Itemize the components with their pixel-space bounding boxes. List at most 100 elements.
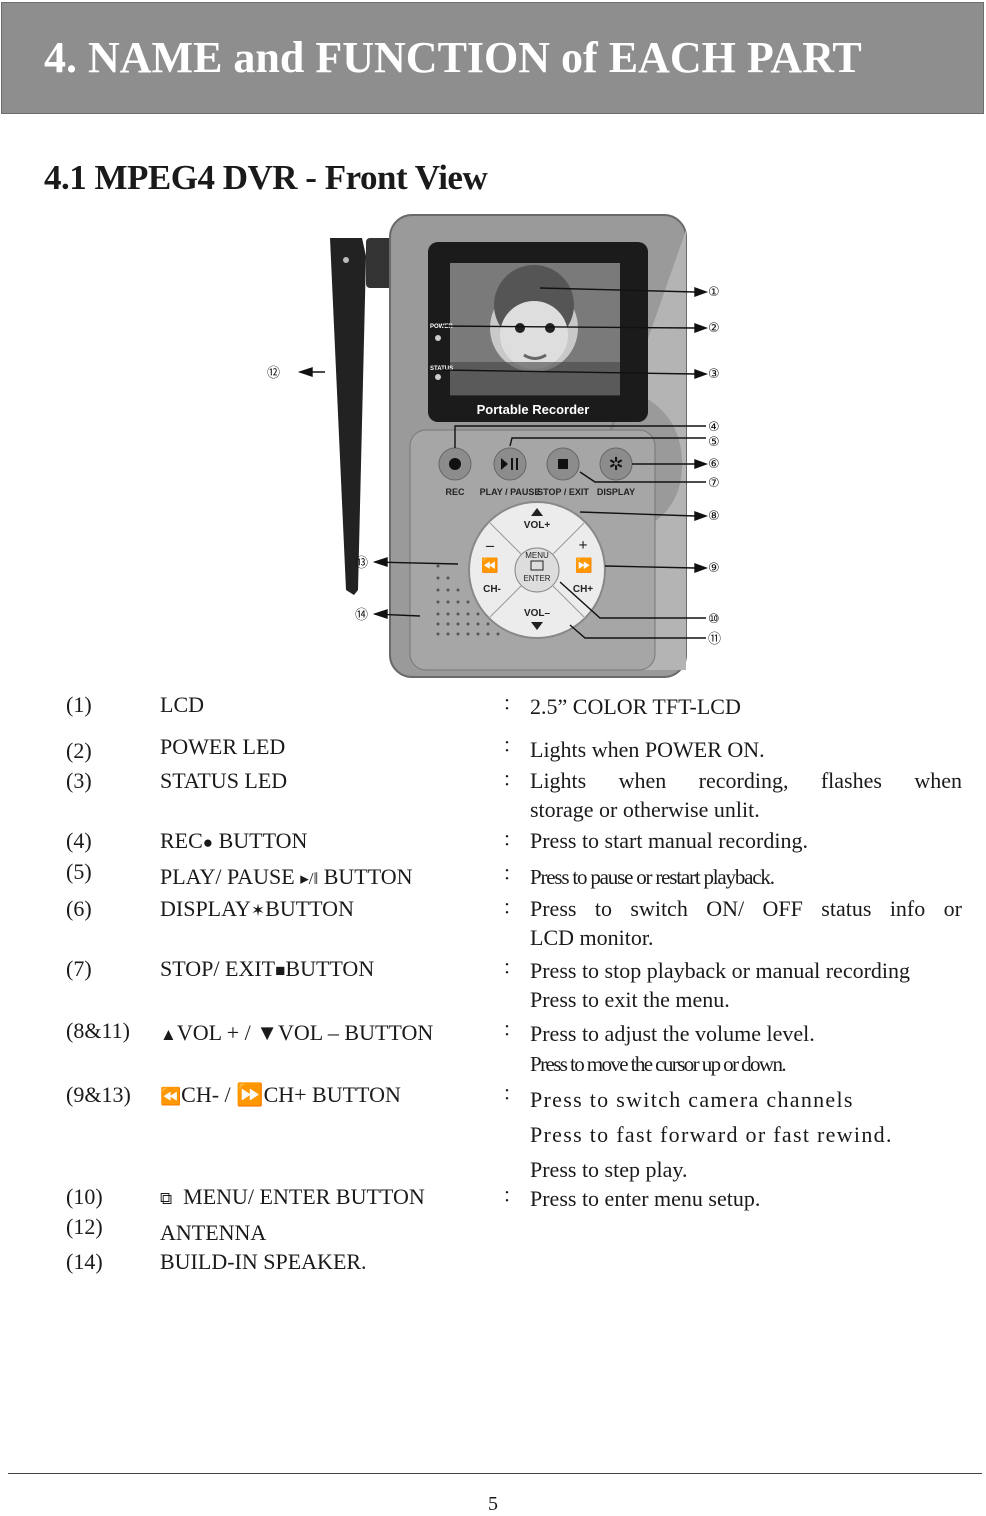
- ch-up-label: CH+: [573, 584, 593, 595]
- play-pause-icon: ▸/‖: [300, 869, 319, 888]
- part-description: Press to exit the menu.: [530, 987, 730, 1012]
- part-description: storage or otherwise unlit.: [530, 797, 760, 822]
- status-led-label: STATUS: [430, 366, 453, 372]
- display-button-label: DISPLAY: [597, 487, 635, 497]
- part-description: Press to adjust the volume level.: [530, 1021, 815, 1046]
- footer-rule: [8, 1473, 982, 1474]
- part-number: (6): [66, 896, 92, 921]
- part-name: STATUS LED: [160, 768, 288, 793]
- asterisk-icon: ✶: [250, 901, 266, 920]
- callout-3: ③: [708, 367, 720, 382]
- part-description: Press to start manual recording.: [530, 828, 808, 853]
- callout-4: ④: [708, 420, 720, 435]
- part-name: ▲VOL + / ▼VOL – BUTTON: [160, 1018, 433, 1049]
- part-number: (7): [66, 956, 92, 981]
- colon-separator: ：: [503, 1022, 520, 1039]
- part-name: ⏪CH- / ⏩CH+ BUTTON: [160, 1080, 401, 1111]
- vol-up-label: VOL+: [524, 520, 551, 531]
- part-name: ⧉ MENU/ ENTER BUTTON: [160, 1182, 425, 1213]
- part-description: Press to pause or restart playback.: [530, 865, 775, 889]
- function-buttons: ✲ REC PLAY / PAUSE STOP / EXIT DISPLAY: [438, 447, 635, 497]
- callout-11: ⑪: [708, 632, 721, 647]
- part-name: PLAY/ PAUSE ▸/‖ BUTTON: [160, 862, 413, 893]
- callout-8: ⑧: [708, 509, 720, 524]
- speaker-grille: [436, 564, 500, 636]
- colon-separator: ：: [503, 738, 520, 755]
- colon-separator: ：: [503, 1086, 520, 1103]
- part-description: Press to move the cursor up or down.: [530, 1052, 787, 1076]
- device-front-view-figure: Portable Recorder POWER STATUS ✲ REC PLA…: [250, 210, 750, 680]
- part-description: 2.5” COLOR TFT-LCD: [530, 694, 741, 719]
- ch-down-label: CH-: [483, 584, 501, 595]
- svg-text:⏩: ⏩: [575, 557, 592, 574]
- lcd-caption: Portable Recorder: [477, 402, 590, 417]
- part-number: (12): [66, 1214, 103, 1239]
- part-description: Press to stop playback or manual recordi…: [530, 958, 911, 983]
- part-name: POWER LED: [160, 734, 286, 759]
- part-description: Press to switch camera channels: [530, 1087, 854, 1112]
- callout-numbers: ① ② ③ ④ ⑤ ⑥ ⑦ ⑧ ⑨ ⑩ ⑪ ⑫ ⑬ ⑭: [267, 285, 721, 647]
- svg-text:⏪: ⏪: [481, 557, 498, 574]
- part-description: Lights when recording, flashes when: [530, 768, 962, 793]
- colon-separator: ：: [503, 960, 520, 977]
- part-number: (9&13): [66, 1082, 131, 1107]
- svg-text:✲: ✲: [608, 454, 623, 474]
- chapter-header-bar: [1, 2, 984, 114]
- part-name: STOP/ EXIT■BUTTON: [160, 954, 374, 985]
- section-title: 4.1 MPEG4 DVR - Front View: [44, 158, 488, 197]
- navigation-pad: VOL+ VOL– ⏪ ⏩ CH- CH+ – + MENU ENTER: [468, 501, 606, 639]
- rewind-icon: ⏪: [160, 1087, 182, 1106]
- minus-label: –: [485, 537, 495, 554]
- colon-separator: ：: [503, 1188, 520, 1205]
- callout-5: ⑤: [708, 435, 720, 450]
- part-description: Press to fast forward or fast rewind.: [530, 1122, 893, 1147]
- part-number: (1): [66, 692, 92, 717]
- triangle-up-icon: ▲: [160, 1025, 177, 1044]
- plus-label: +: [578, 537, 587, 554]
- part-number: (5): [66, 859, 92, 884]
- callout-6: ⑥: [708, 457, 720, 472]
- callout-10: ⑩: [708, 612, 720, 627]
- colon-separator: ：: [503, 696, 520, 713]
- part-number: (10): [66, 1184, 103, 1209]
- part-name: REC● BUTTON: [160, 826, 307, 857]
- callout-leaders: [297, 287, 709, 639]
- colon-separator: ：: [503, 832, 520, 849]
- menu-enter-icon: ⧉: [160, 1189, 173, 1208]
- record-dot-icon: ●: [202, 833, 214, 852]
- device-illustration: Portable Recorder POWER STATUS ✲ REC PLA…: [267, 214, 721, 678]
- callout-14: ⑭: [355, 608, 368, 623]
- part-number: (4): [66, 828, 92, 853]
- menu-label: MENU: [525, 551, 549, 560]
- callout-1: ①: [708, 285, 720, 300]
- part-number: (3): [66, 768, 92, 793]
- part-number: (14): [66, 1249, 103, 1274]
- callout-2: ②: [708, 321, 720, 336]
- antenna-graphic: [330, 238, 396, 595]
- part-description: Press to step play.: [530, 1157, 688, 1182]
- chapter-title: 4. NAME and FUNCTION of EACH PART: [44, 33, 862, 82]
- part-name: LCD: [160, 692, 204, 717]
- part-description: Press to switch ON/ OFF status info or: [530, 896, 962, 921]
- enter-label: ENTER: [523, 574, 550, 583]
- part-name: ANTENNA: [160, 1220, 267, 1245]
- device-body: Portable Recorder POWER STATUS: [389, 214, 687, 678]
- colon-separator: ：: [503, 900, 520, 917]
- part-name: BUILD-IN SPEAKER.: [160, 1249, 367, 1274]
- part-description: Lights when POWER ON.: [530, 737, 765, 762]
- part-number: (2): [66, 738, 92, 763]
- colon-separator: ：: [503, 866, 520, 883]
- callout-12: ⑫: [267, 366, 280, 381]
- stop-button-label: STOP / EXIT: [537, 487, 589, 497]
- page-number: 5: [488, 1493, 498, 1515]
- part-name: DISPLAY✶BUTTON: [160, 894, 354, 925]
- callout-7: ⑦: [708, 476, 720, 491]
- stop-square-icon: ■: [275, 961, 286, 980]
- part-number: (8&11): [66, 1018, 130, 1043]
- power-led-label: POWER: [430, 324, 453, 330]
- part-description: LCD monitor.: [530, 925, 654, 950]
- play-button-label: PLAY / PAUSE: [480, 487, 541, 497]
- colon-separator: ：: [503, 772, 520, 789]
- part-description: Press to enter menu setup.: [530, 1186, 761, 1211]
- vol-down-label: VOL–: [524, 608, 551, 619]
